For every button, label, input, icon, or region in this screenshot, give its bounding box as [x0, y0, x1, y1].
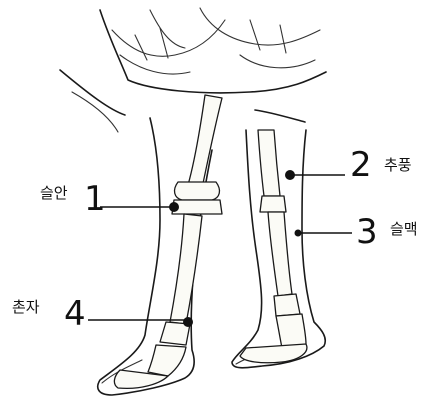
front-leg-bones — [114, 95, 222, 388]
acupoint-markers — [88, 170, 352, 327]
acupoint-1-name: 슬안 — [40, 184, 68, 202]
acupoint-2-number: 2 — [350, 145, 372, 185]
acupoint-2-name: 추풍 — [384, 156, 412, 174]
acupoint-dot-3 — [295, 230, 302, 237]
acupoint-dot-4 — [183, 317, 193, 327]
acupoint-4-name: 촌자 — [12, 298, 40, 316]
acupoint-1-number: 1 — [84, 179, 106, 219]
acupoint-dot-1 — [169, 202, 179, 212]
acupoint-3-name: 슬맥 — [390, 220, 418, 238]
acupoint-3-number: 3 — [356, 212, 378, 252]
hind-leg-bones — [240, 130, 307, 363]
acupoint-4-number: 4 — [64, 294, 86, 334]
acupoint-dot-2 — [285, 170, 295, 180]
upper-limb-sketch — [60, 8, 326, 132]
acupoint-labels: 슬안 1 2 추풍 3 슬맥 촌자 4 — [12, 145, 418, 334]
